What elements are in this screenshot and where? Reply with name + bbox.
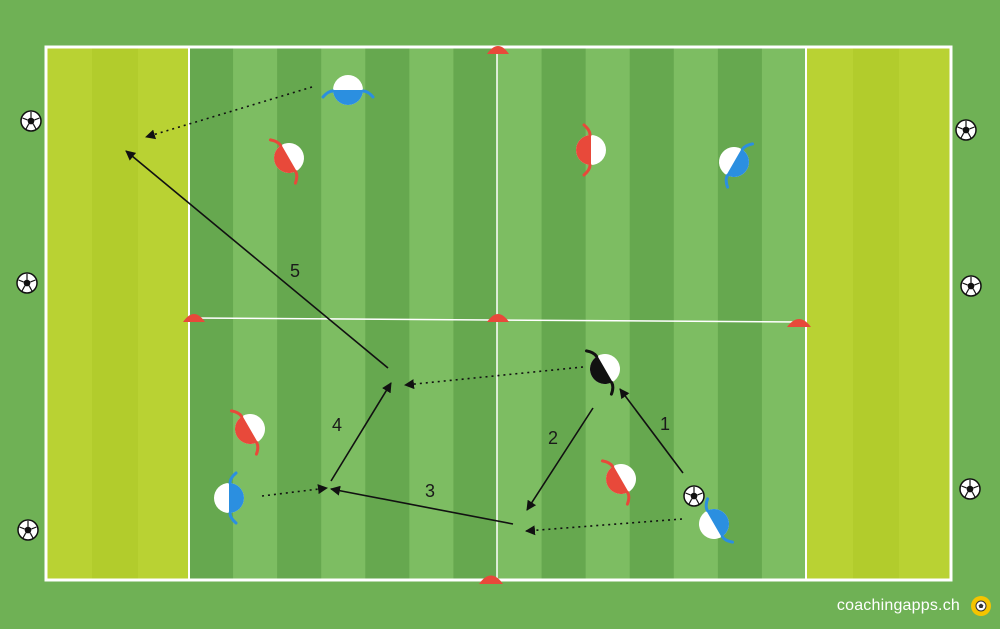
pitch-stripe: [321, 47, 366, 580]
soccer-ball-icon: [16, 272, 38, 294]
soccer-ball-icon: [960, 275, 982, 297]
pitch-stripe: [277, 47, 322, 580]
pitch-stripe: [629, 47, 675, 580]
pass-arrow-2: [526, 407, 594, 511]
cone-icon: [487, 314, 509, 322]
player-icon: [584, 349, 620, 396]
cone-icon: [183, 314, 205, 322]
right-end-zone: [806, 47, 951, 580]
player-icon: [321, 75, 375, 105]
pitch-stripe: [541, 47, 587, 580]
cone-icon: [787, 319, 811, 327]
player-icon: [576, 123, 606, 177]
pitch-stripe: [761, 47, 807, 580]
soccer-ball-icon: [683, 485, 705, 507]
player-icon: [268, 138, 304, 185]
arrow-labels: 1 2 3 4 5: [290, 261, 670, 501]
left-end-zone: [46, 47, 189, 580]
pass-arrow-3: [330, 485, 514, 525]
cone-icon: [479, 575, 503, 584]
player-icon: [600, 459, 636, 506]
coachingapps-logo-icon: [971, 596, 991, 616]
pitch-stripe: [453, 47, 498, 580]
pitch-stripe: [717, 47, 763, 580]
pitch-stripe: [409, 47, 454, 580]
soccer-ball-icon: [959, 478, 981, 500]
run-arrow: [261, 484, 328, 497]
run-arrow: [525, 518, 683, 536]
pitch-stripe: [497, 47, 543, 580]
arrow-label: 3: [425, 481, 435, 501]
pass-arrow-4: [330, 382, 392, 482]
players: [214, 75, 755, 544]
soccer-ball-icon: [17, 519, 39, 541]
player-icon: [229, 409, 265, 456]
cones: [183, 46, 811, 584]
soccer-ball-icon: [955, 119, 977, 141]
player-icon: [214, 471, 244, 525]
player-icon: [719, 142, 755, 189]
run-arrow: [145, 86, 313, 140]
pitch-stripe: [365, 47, 410, 580]
arrow-label: 2: [548, 428, 558, 448]
arrow-label: 4: [332, 415, 342, 435]
cone-icon: [487, 46, 509, 54]
soccer-ball-icon: [20, 110, 42, 132]
pass-arrow-1: [619, 388, 684, 474]
pitch-stripe: [585, 47, 631, 580]
movement-arrows: [125, 86, 684, 536]
arrow-label: 1: [660, 414, 670, 434]
arrow-label: 5: [290, 261, 300, 281]
player-icon: [699, 497, 735, 544]
brand-text: coachingapps.ch: [836, 597, 960, 614]
pass-arrow-5: [125, 150, 389, 369]
